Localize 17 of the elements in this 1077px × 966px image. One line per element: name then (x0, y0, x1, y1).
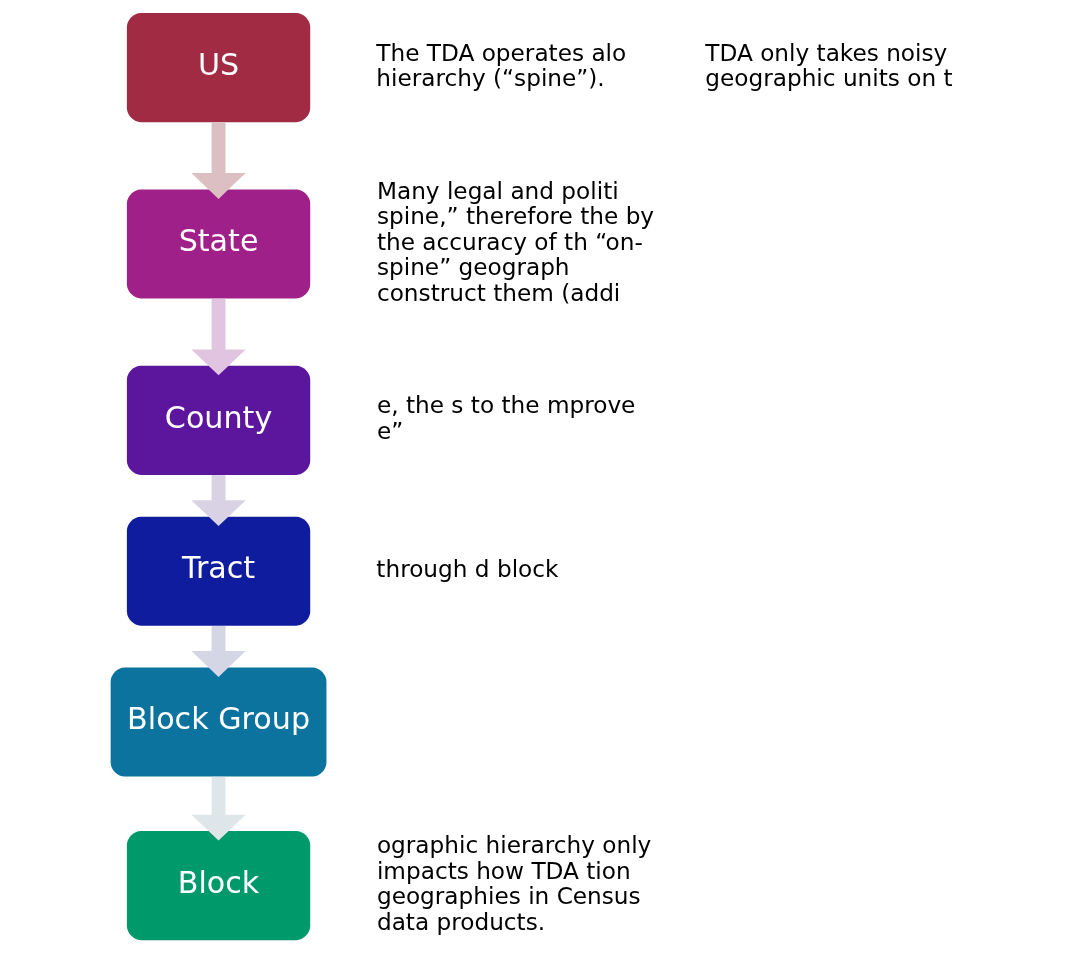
node-box: US (126, 13, 311, 123)
arrow (191, 475, 246, 527)
label: ographic hierarchy only impacts how TDA tion geographies in Census data products. (376, 831, 652, 935)
label: TDA only takes noisy geographic units on t (705, 38, 953, 92)
node-box: Block Group (110, 667, 327, 777)
label: Many legal and politi spine,” therefore the by the accuracy of th “on-spine” geograph construct them (addi (376, 176, 655, 306)
label: The TDA operates alo hierarchy (“spine”). (376, 38, 627, 92)
node-box: County (126, 365, 311, 475)
node-box: Tract (126, 516, 311, 626)
arrow (191, 298, 246, 376)
arrow (191, 122, 246, 199)
node-box: State (126, 189, 311, 299)
arrow (191, 776, 246, 841)
label: e, the s to the mprove e” (376, 391, 636, 444)
arrow (191, 625, 246, 677)
node-box: Block (126, 831, 311, 941)
label: through d block (376, 554, 559, 582)
